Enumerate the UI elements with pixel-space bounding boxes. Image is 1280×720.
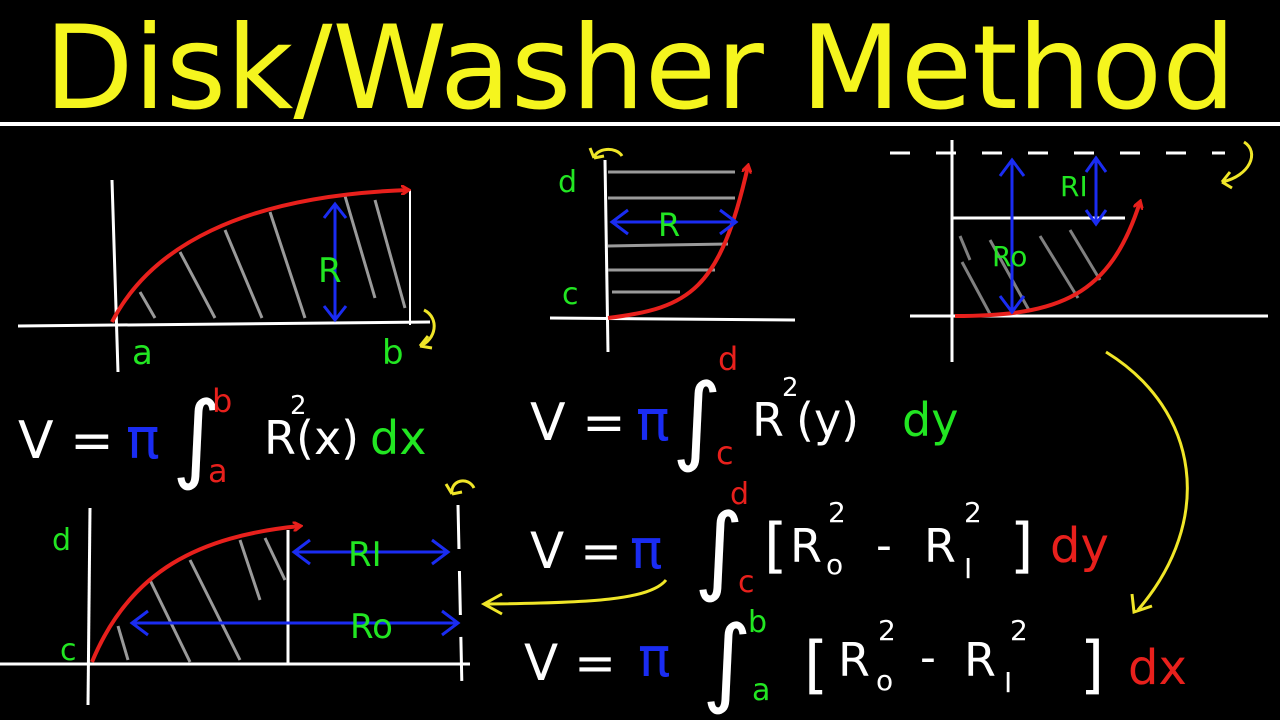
outer-radius-arrow (998, 157, 1026, 315)
inner-radius-term: R (964, 633, 996, 687)
curve-fx (954, 202, 1140, 318)
limit-label-b: b (382, 333, 404, 373)
graph-disk-y: R d c (549, 147, 796, 353)
inner-radius-label: RI (348, 535, 382, 575)
graph-washer-upper: RI Ro (890, 140, 1268, 362)
integral-sign: ∫ (702, 605, 752, 717)
y-axis (86, 507, 92, 706)
integral-sign: ∫ (172, 381, 222, 493)
pi-symbol: π (636, 389, 670, 454)
curve-fx (110, 190, 408, 323)
pi-symbol: π (638, 626, 671, 689)
formula-disk-y: V = π ∫ d c R 2 (y) dy (530, 340, 958, 475)
integral-sign: ∫ (694, 493, 744, 605)
formula-lhs: V = (530, 393, 626, 453)
argument: (x) (296, 411, 359, 465)
formula-lhs: V = (18, 411, 114, 471)
lower-limit: a (208, 452, 228, 490)
graph-washer-lower: RI Ro d c (0, 479, 476, 706)
x-axis (17, 320, 431, 328)
close-bracket: ] (1010, 511, 1033, 581)
formula-lhs: V = (524, 634, 616, 692)
lower-limit: c (716, 434, 734, 472)
x-axis (549, 316, 796, 322)
close-bracket: ] (1080, 628, 1104, 701)
outer-radius-term: R (838, 633, 870, 687)
y-axis (110, 179, 120, 373)
open-bracket: [ (804, 628, 828, 701)
limit-label-d: d (52, 523, 71, 558)
curve-fy (90, 526, 300, 663)
minus-sign: - (920, 632, 936, 683)
outer-radius-term: R (790, 519, 822, 573)
lower-limit: a (752, 673, 770, 708)
formula-lhs: V = (530, 522, 622, 580)
radius-term: R (264, 411, 296, 465)
rotation-axis (456, 504, 464, 691)
hatch-region (116, 537, 287, 663)
exponent: 2 (782, 373, 799, 403)
limit-label-c: c (562, 277, 579, 312)
rotation-arrow-icon (418, 308, 436, 350)
inner-radius-arrow (291, 538, 451, 566)
page-title: Disk/Washer Method (44, 1, 1236, 136)
hatch-region (138, 195, 407, 319)
outer-radius-arrow (129, 609, 461, 637)
radius-label: R (658, 206, 680, 244)
formula-washer-x: V = π ∫ b a [ R o 2 - R I 2 ] dx (524, 605, 1187, 717)
graph-disk-x: R a b (17, 179, 436, 373)
differential: dx (1128, 640, 1187, 696)
rotation-arrow-icon (444, 479, 476, 496)
radius-label: R (318, 251, 342, 291)
differential: dy (902, 393, 958, 447)
outer-radius-label: Ro (992, 240, 1027, 273)
outer-subscript: o (876, 664, 893, 697)
upper-limit: b (212, 382, 232, 420)
limit-label-c: c (60, 633, 77, 668)
hatch-region (958, 229, 1102, 315)
upper-limit: d (730, 477, 749, 512)
rotation-arrow-icon (1220, 140, 1254, 190)
outer-subscript: o (826, 548, 843, 581)
pi-symbol: π (630, 518, 663, 581)
inner-radius-arrow (1084, 155, 1108, 227)
inner-subscript: I (1004, 666, 1012, 699)
inner-exponent: 2 (964, 496, 982, 529)
upper-limit: b (748, 605, 767, 640)
formula-washer-y: V = π ∫ d c [ R o 2 - R I 2 ] dy (530, 477, 1109, 605)
pi-symbol: π (126, 407, 160, 472)
inner-radius-term: R (924, 519, 956, 573)
outer-exponent: 2 (828, 496, 846, 529)
inner-exponent: 2 (1010, 614, 1028, 647)
argument: (y) (796, 393, 859, 447)
limit-label-d: d (558, 165, 577, 200)
connector-arrow-left (480, 578, 668, 616)
outer-exponent: 2 (878, 614, 896, 647)
rotation-arrow-icon (588, 147, 624, 160)
upper-limit: d (718, 340, 738, 378)
outer-radius-label: Ro (350, 607, 393, 647)
curve-fy (607, 166, 748, 320)
limit-label-a: a (132, 333, 153, 373)
inner-subscript: I (964, 552, 972, 585)
connector-arrow-right (1105, 350, 1189, 615)
exponent: 2 (290, 391, 307, 421)
formula-disk-x: V = π ∫ b a R 2 (x) dx (18, 381, 426, 493)
lower-limit: c (738, 565, 755, 600)
y-axis (603, 159, 610, 353)
radius-term: R (752, 393, 784, 447)
integral-sign: ∫ (672, 363, 722, 475)
open-bracket: [ (764, 511, 787, 581)
inner-radius-label: RI (1060, 170, 1088, 203)
radius-arrow (609, 208, 739, 236)
hatch-region (607, 170, 735, 294)
minus-sign: - (876, 520, 892, 571)
differential: dx (370, 411, 426, 465)
differential: dy (1050, 518, 1109, 574)
radius-arrow (322, 201, 348, 323)
